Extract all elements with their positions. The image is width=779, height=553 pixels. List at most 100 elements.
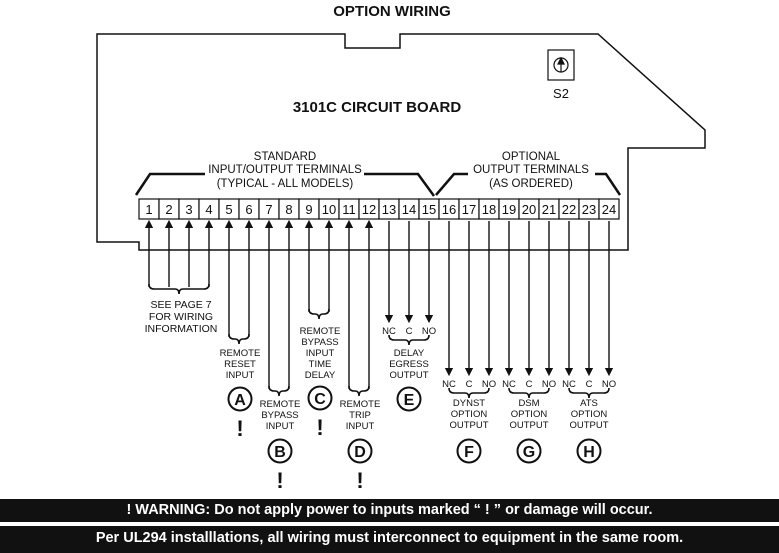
option-d-labels: REMOTE TRIP INPUT	[340, 399, 381, 432]
option-h-brace	[568, 387, 610, 399]
terminal-9-label: 9	[305, 202, 312, 217]
circuit-board-outline	[96, 33, 706, 251]
option-e-line-2: EGRESS	[389, 359, 429, 370]
terminal-19-label: 19	[502, 202, 516, 217]
optional-header-line-2: OUTPUT TERMINALS	[473, 164, 589, 176]
option-a-labels: REMOTE RESET INPUT	[220, 348, 261, 381]
contact-labels-g: NC C NO	[502, 379, 556, 390]
option-b-circle	[267, 438, 293, 464]
option-d-line-3: INPUT	[346, 421, 375, 432]
option-c-line-1: REMOTE	[300, 326, 341, 337]
contact-h-no: NO	[602, 379, 616, 390]
standard-header-bracket	[134, 172, 436, 197]
option-d-line-1: REMOTE	[340, 399, 381, 410]
option-h-line-1: ATS	[580, 398, 598, 409]
option-e-line-1: DELAY	[394, 348, 425, 359]
option-c-labels: REMOTE BYPASS INPUT TIME DELAY	[300, 326, 341, 381]
option-h-letter: H	[583, 444, 595, 461]
board-name: 3101C CIRCUIT BOARD	[293, 99, 462, 116]
option-h-circle	[576, 438, 602, 464]
option-a-line-2: RESET	[224, 359, 256, 370]
contact-e-nc: NC	[382, 326, 396, 337]
contact-h-nc: NC	[562, 379, 576, 390]
s2-label: S2	[553, 86, 569, 101]
option-c-letter: C	[314, 391, 326, 408]
contact-g-no: NO	[542, 379, 556, 390]
wiring-info-note-line-3: INFORMATION	[145, 323, 218, 335]
terminal-20-label: 20	[522, 202, 536, 217]
terminal-15-label: 15	[422, 202, 436, 217]
option-c-line-3: INPUT	[306, 348, 335, 359]
terminal-24-box	[598, 198, 620, 220]
terminal-12-label: 12	[362, 202, 376, 217]
option-d-letter: D	[354, 444, 366, 461]
option-e-line-3: OUTPUT	[389, 370, 428, 381]
option-d-marker: D !	[347, 438, 373, 493]
terminal-17-label: 17	[462, 202, 476, 217]
option-g-line-1: DSM	[518, 398, 539, 409]
option-b-line-1: REMOTE	[260, 399, 301, 410]
option-f-line-2: OPTION	[451, 409, 488, 420]
contact-g-c: C	[526, 379, 533, 390]
option-e-brace	[388, 334, 430, 346]
contact-f-c: C	[466, 379, 473, 390]
terminal-22-label: 22	[562, 202, 576, 217]
contact-f-nc: NC	[442, 379, 456, 390]
option-b-line-2: BYPASS	[261, 410, 298, 421]
terminal-2-label: 2	[165, 202, 172, 217]
terminal-5-label: 5	[225, 202, 232, 217]
diagram-title: OPTION WIRING	[333, 3, 451, 20]
option-d-circle	[347, 438, 373, 464]
option-b-line-3: INPUT	[266, 421, 295, 432]
option-f-line-1: DYNST	[453, 398, 485, 409]
terminal-wires	[144, 219, 614, 399]
terminal-1-label: 1	[145, 202, 152, 217]
terminal-18-label: 18	[482, 202, 496, 217]
terminal-13-label: 13	[382, 202, 396, 217]
option-c-marker: C !	[307, 385, 333, 440]
wiring-info-note: SEE PAGE 7 FOR WIRING INFORMATION	[145, 299, 218, 335]
option-g-labels: DSM OPTION OUTPUT	[509, 398, 548, 431]
terminal-14-label: 14	[402, 202, 416, 217]
option-d-line-2: TRIP	[349, 410, 371, 421]
option-g-letter: G	[523, 444, 535, 461]
standard-terminals-header: STANDARD INPUT/OUTPUT TERMINALS (TYPICAL…	[208, 151, 362, 190]
option-b-letter: B	[274, 444, 286, 461]
option-g-brace	[508, 387, 550, 399]
option-h-line-2: OPTION	[571, 409, 608, 420]
option-a-letter: A	[234, 392, 246, 409]
power-warning-banner: ! WARNING: Do not apply power to inputs …	[0, 499, 779, 522]
terminal-3-label: 3	[185, 202, 192, 217]
terminal-7-label: 7	[265, 202, 272, 217]
option-a-circle	[227, 386, 253, 412]
option-b-brace	[268, 385, 290, 397]
option-a-line-3: INPUT	[226, 370, 255, 381]
option-g-circle	[516, 438, 542, 464]
ul294-notice-banner: Per UL294 installlations, all wiring mus…	[0, 526, 779, 553]
option-c-warning-mark: !	[316, 415, 323, 440]
terminal-21-label: 21	[542, 202, 556, 217]
option-h-labels: ATS OPTION OUTPUT	[569, 398, 608, 431]
option-f-brace	[448, 387, 490, 399]
option-c-circle	[307, 385, 333, 411]
wiring-info-note-line-2: FOR WIRING	[149, 311, 213, 323]
option-g-line-2: OPTION	[511, 409, 548, 420]
standard-header-line-1: STANDARD	[254, 151, 316, 163]
option-b-marker: B !	[267, 438, 293, 493]
contact-labels-h: NC C NO	[562, 379, 616, 390]
s2-switch	[547, 49, 575, 81]
terminal-8-label: 8	[285, 202, 292, 217]
option-a-line-1: REMOTE	[220, 348, 261, 359]
option-h-line-3: OUTPUT	[569, 420, 608, 431]
contact-labels-e: NC C NO	[382, 326, 436, 337]
contact-g-nc: NC	[502, 379, 516, 390]
option-d-warning-mark: !	[356, 468, 363, 493]
wiring-info-note-line-1: SEE PAGE 7	[150, 299, 211, 311]
option-f-marker: F	[456, 438, 482, 464]
option-f-line-3: OUTPUT	[449, 420, 488, 431]
standard-header-line-2: INPUT/OUTPUT TERMINALS	[208, 164, 362, 176]
option-g-line-3: OUTPUT	[509, 420, 548, 431]
option-e-letter: E	[404, 392, 415, 409]
